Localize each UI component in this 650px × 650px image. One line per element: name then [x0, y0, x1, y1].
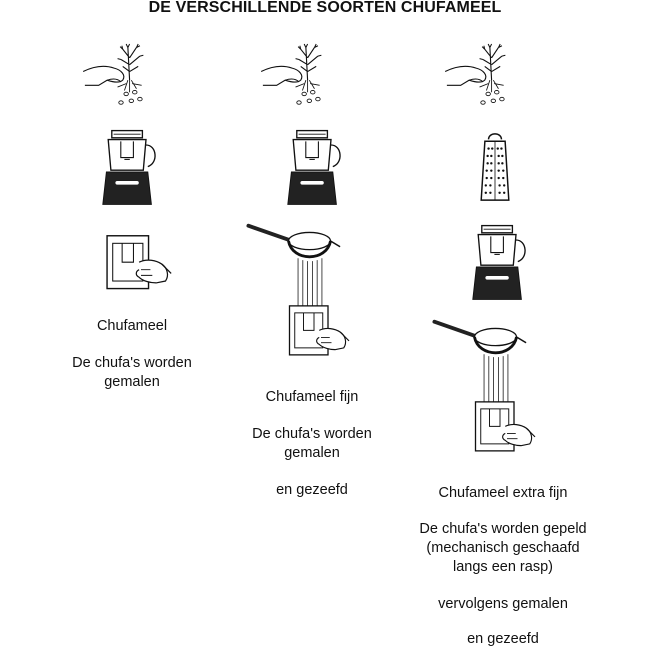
column-title: Chufameel fijn [265, 389, 359, 405]
blender-icon [92, 125, 164, 210]
page-title: DE VERSCHILLENDE SOORTEN CHUFAMEEL [148, 0, 502, 16]
column-extra-step: en gezeefd [467, 631, 539, 647]
flour-bag-icon [472, 398, 542, 460]
blender-icon [277, 125, 349, 210]
harvest-icon [440, 40, 526, 110]
blender-icon [462, 220, 534, 305]
column-extra-step: en gezeefd [276, 482, 348, 498]
harvest-icon [256, 40, 342, 110]
sieve-icon [246, 220, 352, 306]
column-description: De chufa's worden gepeld (mechanisch ges… [419, 521, 587, 575]
column-description: De chufa's worden gemalen [252, 426, 372, 461]
column-then-step: vervolgens gemalen [438, 596, 568, 612]
flour-bag-icon [103, 232, 179, 298]
column-title: Chufameel extra fijn [438, 485, 568, 501]
column-title: Chufameel [96, 318, 168, 334]
flour-bag-icon [286, 302, 356, 364]
harvest-icon [78, 40, 164, 110]
sieve-icon [432, 316, 538, 402]
column-description: De chufa's worden gemalen [72, 355, 192, 390]
grater-icon [472, 128, 518, 206]
